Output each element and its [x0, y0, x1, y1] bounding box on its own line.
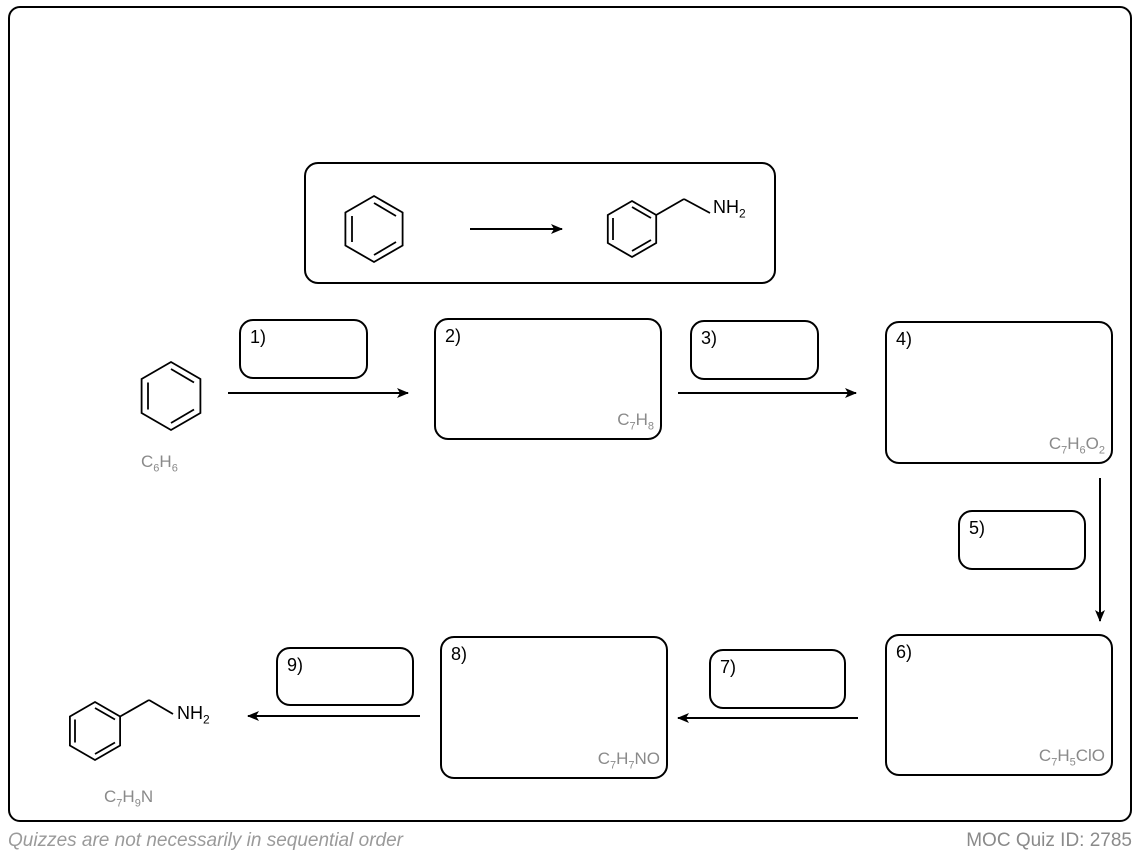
product-amine-text: NH: [177, 703, 203, 723]
step-number-1: 1): [250, 327, 267, 347]
benzene-icon: [344, 194, 404, 264]
product-box-8[interactable]: 8) C7H7NO: [440, 636, 668, 779]
formula-start: C6H6: [141, 452, 178, 475]
reagent-box-1[interactable]: 1): [239, 319, 368, 379]
step-number-5: 5): [969, 518, 986, 538]
reagent-box-9[interactable]: 9): [276, 647, 414, 706]
product-box-4[interactable]: 4) C7H6O2: [885, 321, 1113, 464]
footer-note: Quizzes are not necessarily in sequentia…: [8, 830, 403, 851]
benzylamine-product-icon: [68, 699, 174, 762]
reagent-box-3[interactable]: 3): [690, 320, 819, 380]
reagent-box-7[interactable]: 7): [709, 649, 846, 709]
amine-sub: 2: [739, 206, 746, 221]
amine-text: NH: [713, 197, 739, 217]
step-number-8: 8): [451, 644, 468, 664]
benzene-start-icon: [140, 360, 202, 432]
step-number-6: 6): [896, 642, 913, 662]
formula-product: C7H9N: [104, 787, 154, 810]
formula-step-2: C7H8: [617, 409, 654, 432]
benzylamine-icon: [606, 198, 711, 259]
step-number-9: 9): [287, 655, 304, 675]
reagent-box-5[interactable]: 5): [958, 510, 1086, 570]
product-box-2[interactable]: 2) C7H8: [434, 318, 662, 440]
quiz-id: MOC Quiz ID: 2785: [966, 830, 1132, 851]
product-amine-label: NH2: [177, 703, 210, 727]
summary-box: [304, 162, 776, 284]
step-number-4: 4): [896, 329, 913, 349]
step-number-2: 2): [445, 326, 462, 346]
product-amine-sub: 2: [203, 712, 210, 727]
formula-step-4: C7H6O2: [1048, 433, 1105, 456]
quiz-frame: [8, 6, 1132, 822]
step-number-3: 3): [701, 328, 718, 348]
product-box-6[interactable]: 6) C7H5ClO: [885, 634, 1113, 776]
step-number-7: 7): [720, 657, 737, 677]
formula-step-8: C7H7NO: [597, 748, 660, 771]
formula-step-6: C7H5ClO: [1038, 745, 1105, 768]
summary-amine-label: NH2: [713, 197, 746, 221]
